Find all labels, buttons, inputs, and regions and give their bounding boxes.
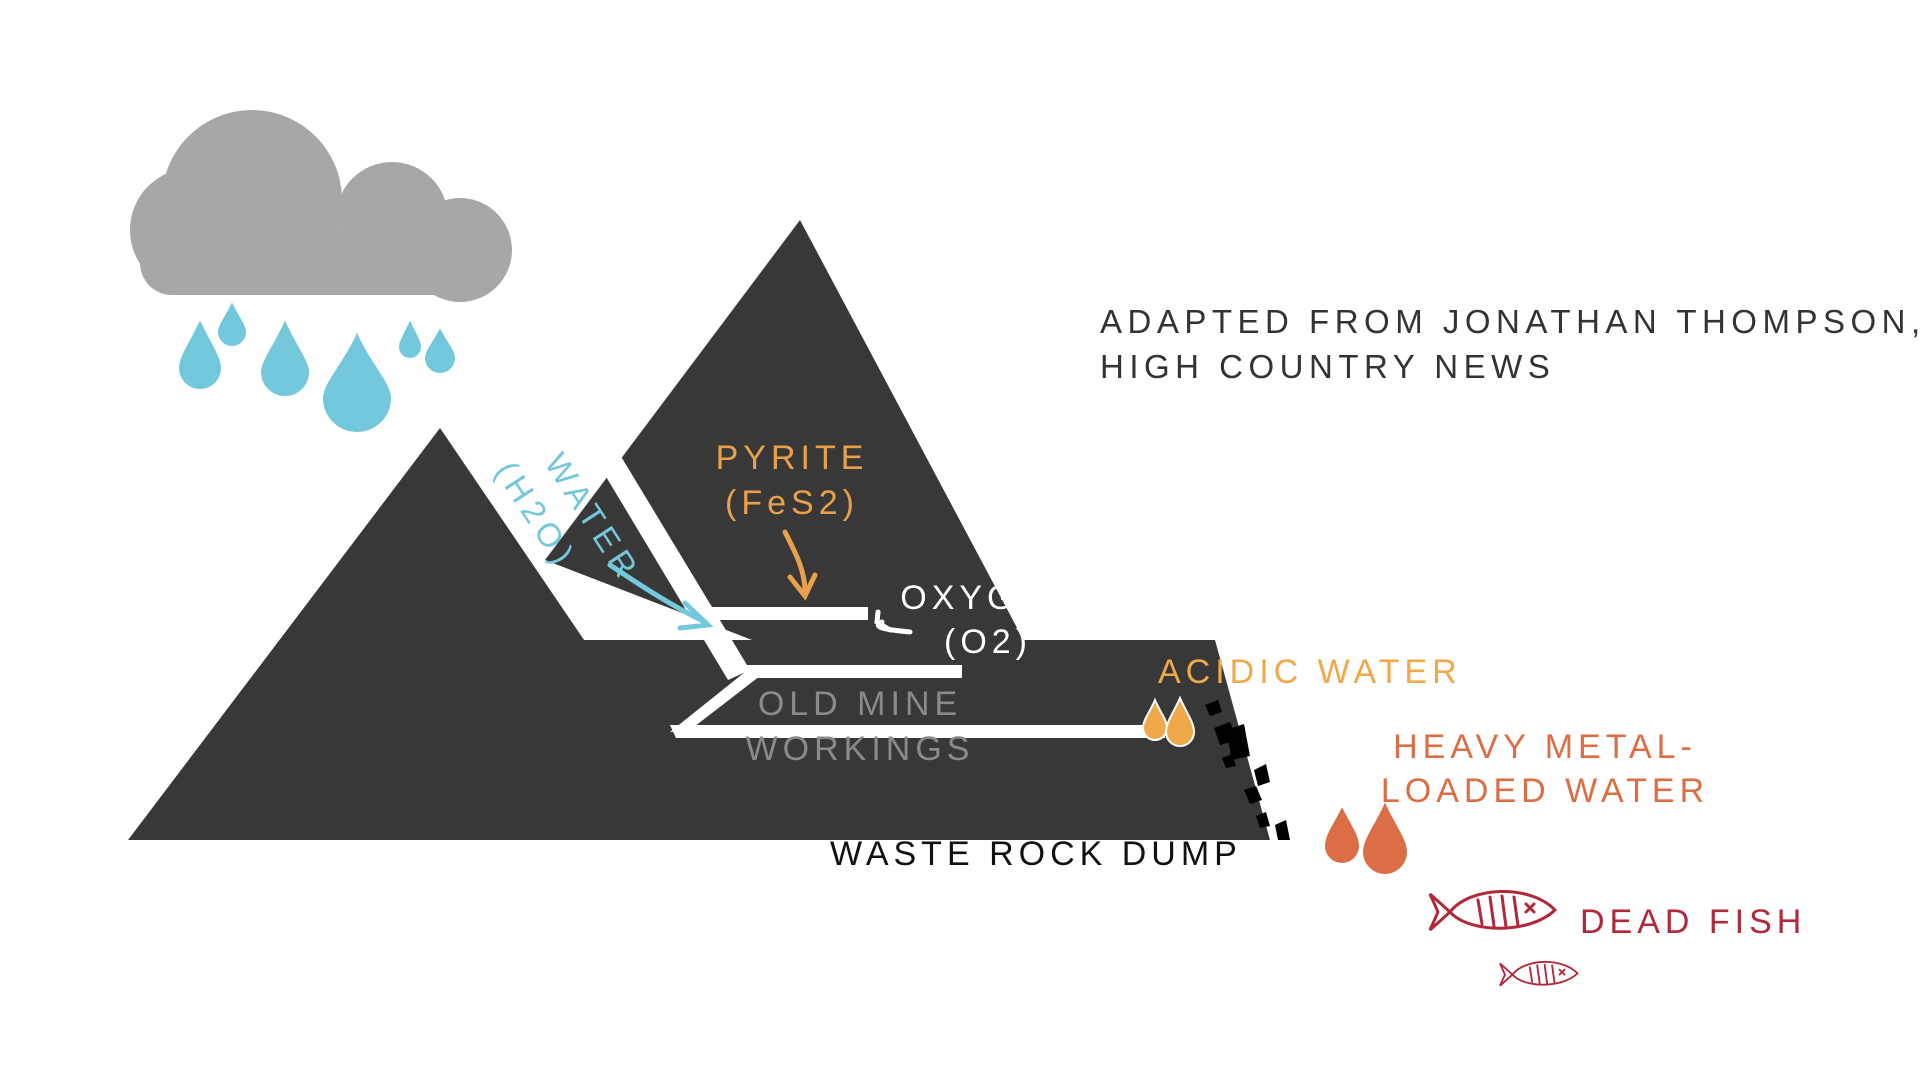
drop-icon [1141,697,1169,741]
credit-line-1: ADAPTED FROM JONATHAN THOMPSON, [1100,303,1920,340]
raindrop-icon [396,315,424,360]
heavy-metal-label-line-1: HEAVY METAL- [1393,728,1697,766]
raindrop-icon [320,327,394,434]
oxygen-label-line-1: OXYGEN [900,579,1076,617]
acidic-drops-icon [1141,695,1196,747]
raindrop-icon [422,323,458,375]
mine-workings-label-line-1: OLD MINE [757,685,963,723]
drop-icon [1164,695,1196,747]
waste-rock-dump-label: WASTE ROCK DUMP [830,835,1242,873]
rock-icon [1226,724,1250,760]
rock-icon [1205,700,1222,716]
water-arrow-icon [607,562,714,631]
rock-icon [1275,820,1290,840]
rock-icon [1222,754,1236,768]
mine-channels [548,372,1165,738]
pyrite-label-line-2: (FeS2) [725,484,859,522]
heavy-metal-label-line-2: LOADED WATER [1380,772,1710,810]
upper-adit [705,607,868,620]
rain-cloud-icon [130,110,512,302]
raindrop-icon [258,315,312,398]
waste-rocks-icon [1205,700,1290,840]
oxygen-label-line-2: (O2) [944,623,1032,661]
stope-connector [670,672,760,732]
right-mountain [545,220,1270,840]
raindrop-icon [215,297,249,348]
dead-fish-icon [1428,890,1579,987]
drop-icon [1322,802,1362,865]
mountains [128,220,1270,840]
raindrops-icon [176,297,458,434]
drop-icon [1360,797,1410,876]
oxygen-arrow-icon [874,609,913,635]
mountain-base [500,640,1270,840]
dead-fish-label: DEAD FISH [1580,903,1807,941]
mine-workings-label-line-2: WORKINGS [745,730,975,768]
middle-adit [740,665,962,678]
heavy-metal-drops-icon [1322,797,1410,876]
rock-icon [1244,786,1262,804]
credit-line-2: HIGH COUNTRY NEWS [1100,348,1556,385]
acidic-water-label: ACIDIC WATER [1158,653,1462,691]
water-channel [548,372,750,680]
pyrite-arrow-icon [782,529,818,601]
pyrite-label-line-1: PYRITE [715,439,869,477]
rock-icon [1256,812,1270,828]
rock-icon [1254,764,1270,786]
waste-arrow-icon [1126,785,1183,840]
lower-adit [670,725,1165,738]
raindrop-icon [176,315,224,391]
